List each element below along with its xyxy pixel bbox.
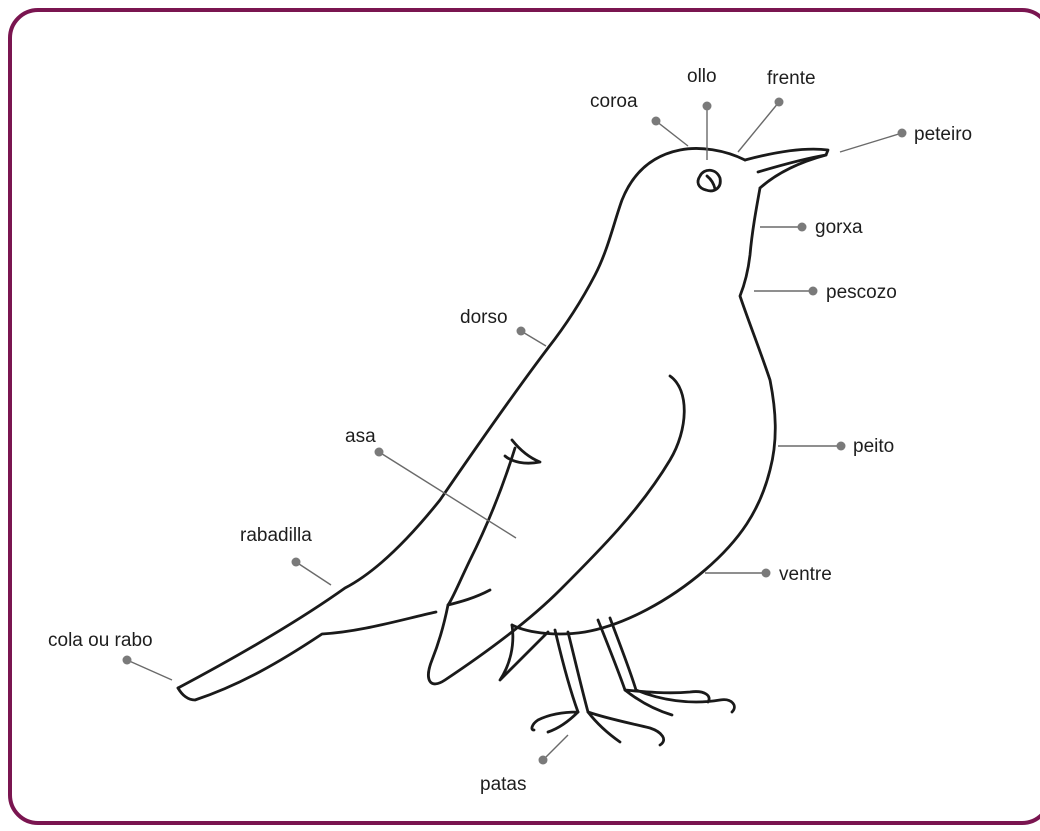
label-peito: peito — [853, 436, 894, 457]
dot-pescozo — [808, 286, 818, 296]
dot-patas — [538, 755, 548, 765]
front-outline — [510, 186, 777, 636]
beak-upper-outline — [743, 147, 830, 190]
eye-inner — [705, 174, 717, 191]
foot-right-outline — [623, 688, 736, 717]
eye-outline — [696, 168, 722, 193]
tail-outline — [176, 610, 438, 702]
leader-patas — [542, 734, 569, 761]
label-patas: patas — [480, 774, 526, 795]
dot-peteiro — [897, 128, 907, 138]
label-dorso: dorso — [460, 307, 508, 328]
leg-right-outline — [596, 616, 638, 692]
part-labels: coroa ollo frente peteiro gorxa pescozo … — [48, 66, 972, 795]
leader-dorso — [520, 330, 547, 347]
dot-ventre — [761, 568, 771, 578]
leader-cola — [126, 659, 173, 681]
dot-ollo — [702, 101, 712, 111]
bird-drawing — [176, 147, 830, 747]
label-asa: asa — [345, 426, 376, 447]
leader-peteiro — [839, 132, 903, 153]
leader-frente — [737, 101, 780, 153]
dot-cola — [122, 655, 132, 665]
label-coroa: coroa — [590, 91, 638, 112]
dot-frente — [774, 97, 784, 107]
shoulder-outline — [503, 438, 542, 465]
foot-left-outline — [530, 710, 665, 747]
label-gorxa: gorxa — [815, 217, 863, 238]
wing-feather-line — [446, 446, 517, 607]
dot-peito — [836, 441, 846, 451]
leader-asa — [378, 451, 517, 539]
label-ventre: ventre — [779, 564, 832, 585]
label-cola: cola ou rabo — [48, 630, 153, 651]
label-ollo: ollo — [687, 66, 717, 87]
leg-left-outline — [553, 628, 590, 714]
dot-asa — [374, 447, 384, 457]
leader-coroa — [655, 120, 689, 147]
beak-lower-outline — [756, 153, 828, 174]
dot-gorxa — [797, 222, 807, 232]
dot-coroa — [651, 116, 661, 126]
leader-rabadilla — [295, 561, 332, 586]
label-pescozo: pescozo — [826, 282, 897, 303]
wing-outline — [427, 374, 686, 686]
label-frente: frente — [767, 68, 816, 89]
back-outline — [176, 147, 747, 690]
dot-rabadilla — [291, 557, 301, 567]
label-rabadilla: rabadilla — [240, 525, 312, 546]
undertail-outline — [498, 623, 550, 682]
leader-lines — [122, 97, 907, 765]
label-peteiro: peteiro — [914, 124, 972, 145]
dot-dorso — [516, 326, 526, 336]
